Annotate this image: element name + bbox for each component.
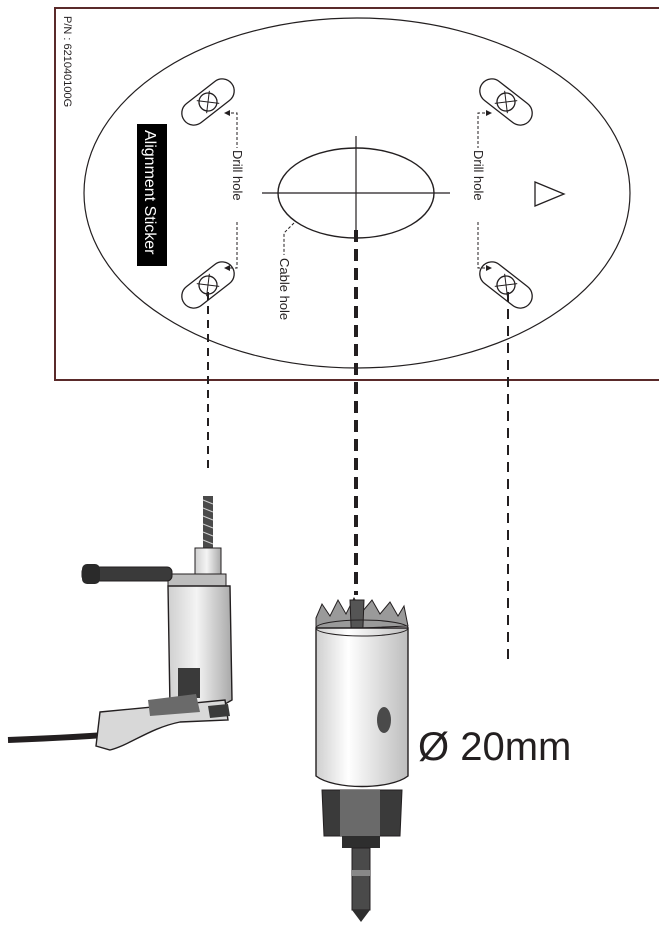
drill-hole-top-left xyxy=(181,78,235,126)
part-number: P/N : 621040100G xyxy=(61,16,73,107)
hole-saw-icon xyxy=(315,596,409,922)
drill-hole-right-leader xyxy=(477,112,490,269)
drill-hole-left-leader xyxy=(226,112,238,269)
alignment-sticker-title: Alignment Sticker xyxy=(141,130,158,255)
drill-hole-right-label: Drill hole xyxy=(471,150,486,201)
drill-hole-bottom-right xyxy=(479,261,533,309)
alignment-sticker-badge xyxy=(137,124,167,266)
triangle-direction-icon xyxy=(534,181,566,207)
drill-hole-top-right xyxy=(479,78,533,126)
cable-hole-leader xyxy=(283,222,295,255)
sticker-frame xyxy=(54,7,659,381)
drill-hole-left-label: Drill hole xyxy=(230,150,245,201)
alignment-sticker-sheet: P/N : 621040100G Alignment Sticker Cable… xyxy=(54,7,659,381)
cable-hole-label: Cable hole xyxy=(277,258,292,320)
power-drill-icon xyxy=(7,496,233,751)
guide-lines xyxy=(207,230,509,660)
arrowhead-icon xyxy=(224,110,230,271)
hole-saw-diameter-label: Ø 20mm xyxy=(418,725,571,769)
